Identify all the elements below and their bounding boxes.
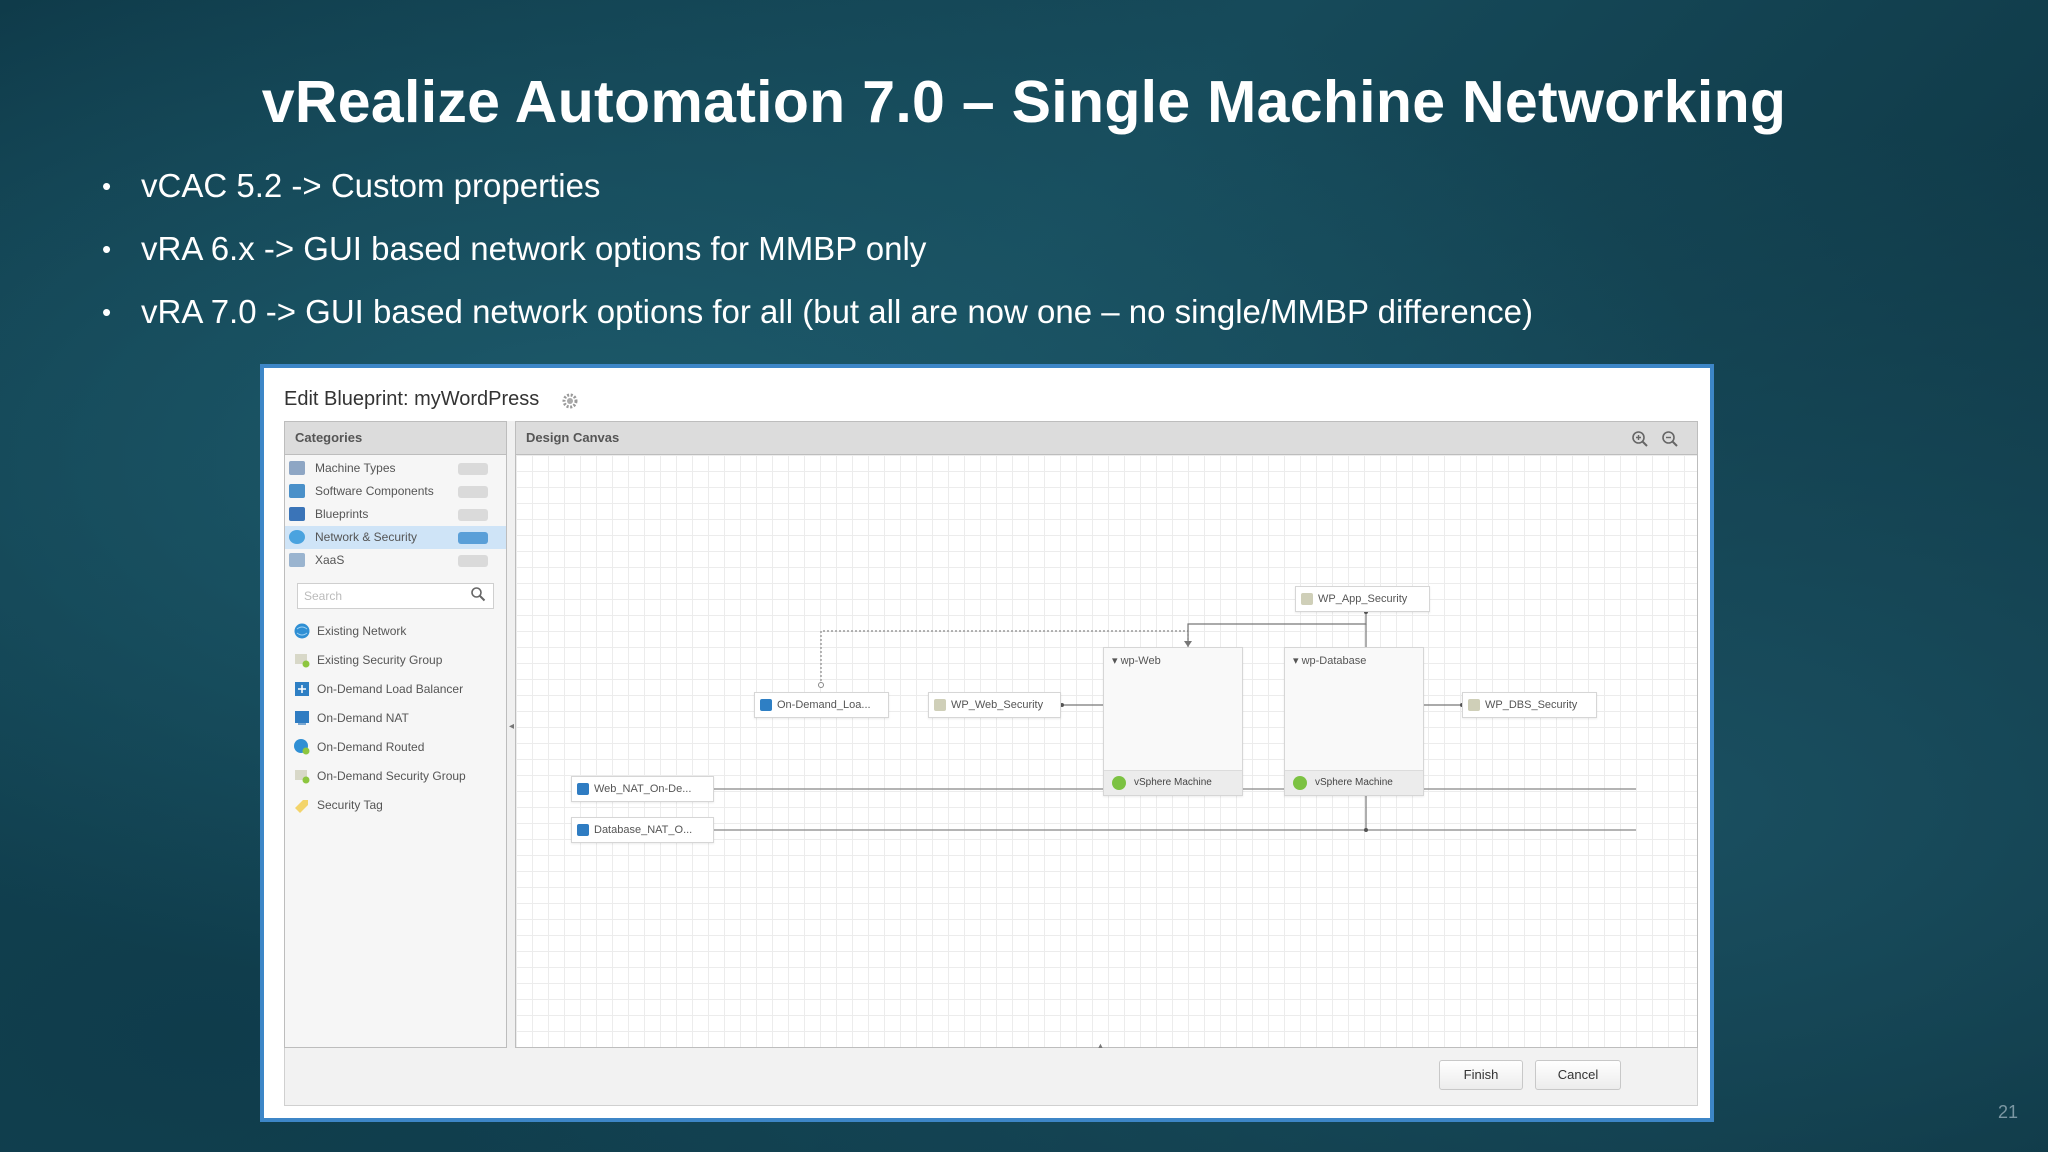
category-count-badge (458, 509, 488, 521)
globe-icon (294, 623, 310, 639)
tag-icon (295, 800, 308, 813)
expand-handle-icon[interactable]: ▲ (1096, 1041, 1105, 1051)
category-count-badge (458, 532, 488, 544)
category-label: Software Components (315, 484, 434, 498)
cancel-button[interactable]: Cancel (1535, 1060, 1621, 1090)
vsphere-icon (1112, 776, 1126, 790)
security-node-app[interactable]: WP_App_Security (1295, 586, 1430, 612)
finish-button[interactable]: Finish (1439, 1060, 1523, 1090)
blueprint-screenshot: Edit Blueprint: myWordPress Categories M… (260, 364, 1714, 1122)
machine-title: ▾ wp-Web (1112, 655, 1161, 667)
security-group-icon (934, 699, 946, 711)
list-item-on-demand-routed[interactable]: On-Demand Routed (291, 738, 466, 767)
nat-node-web[interactable]: Web_NAT_On-De... (571, 776, 714, 802)
action-bar: Finish Cancel (284, 1048, 1698, 1106)
slide-title: vRealize Automation 7.0 – Single Machine… (261, 69, 1787, 135)
panel-splitter[interactable]: ◂ (507, 421, 515, 1048)
machine-footer: vSphere Machine (1104, 770, 1242, 795)
list-item-label: On-Demand Security Group (317, 769, 466, 783)
nat-icon (295, 711, 309, 725)
categories-panel: Categories Machine Types Software Compon… (284, 421, 507, 1048)
network-security-icon (289, 530, 305, 544)
bullet-list: vCAC 5.2 -> Custom properties vRA 6.x ->… (100, 160, 1533, 349)
list-item-label: On-Demand Load Balancer (317, 682, 464, 696)
load-balancer-node[interactable]: On-Demand_Loa... (754, 692, 889, 718)
category-label: Machine Types (315, 461, 396, 475)
vsphere-icon (1293, 776, 1307, 790)
security-node-web[interactable]: WP_Web_Security (928, 692, 1061, 718)
security-group-icon (295, 654, 310, 668)
list-item-label: On-Demand Routed (317, 740, 425, 754)
list-item-existing-security-group[interactable]: Existing Security Group (291, 651, 466, 680)
bullet-item: vCAC 5.2 -> Custom properties (100, 160, 1533, 223)
blueprints-icon (289, 507, 305, 521)
bullet-item: vRA 7.0 -> GUI based network options for… (100, 286, 1533, 349)
node-label: WP_DBS_Security (1485, 699, 1578, 711)
gear-icon[interactable] (561, 392, 579, 410)
list-item-on-demand-security-group[interactable]: On-Demand Security Group (291, 767, 466, 796)
node-label: Database_NAT_O... (594, 824, 693, 836)
machine-name: wp-Database (1301, 655, 1367, 667)
machine-name: wp-Web (1120, 655, 1161, 667)
security-group-icon (295, 770, 310, 784)
xaas-icon (289, 553, 305, 567)
slide-number: 21 (1997, 1102, 2018, 1122)
zoom-in-icon[interactable] (1631, 430, 1649, 448)
list-item-label: Existing Network (317, 624, 407, 638)
machine-node-wp-database[interactable]: ▾ wp-Database vSphere Machine (1284, 647, 1424, 796)
category-count-badge (458, 555, 488, 567)
machine-node-wp-web[interactable]: ▾ wp-Web vSphere Machine (1103, 647, 1243, 796)
node-label: Web_NAT_On-De... (594, 783, 692, 795)
machine-type: vSphere Machine (1134, 777, 1212, 788)
security-group-icon (1301, 593, 1313, 605)
nat-icon (577, 783, 589, 795)
design-canvas-header: Design Canvas (516, 422, 1697, 455)
machine-types-icon (289, 461, 305, 475)
category-count-badge (458, 486, 488, 498)
category-label: Network & Security (315, 530, 418, 544)
search-icon[interactable] (470, 586, 486, 602)
category-blueprints[interactable]: Blueprints (285, 503, 506, 526)
list-item-on-demand-load-balancer[interactable]: On-Demand Load Balancer (291, 680, 466, 709)
software-components-icon (289, 484, 305, 498)
nat-node-database[interactable]: Database_NAT_O... (571, 817, 714, 843)
list-item-existing-network[interactable]: Existing Network (291, 622, 466, 651)
security-group-icon (1468, 699, 1480, 711)
machine-type: vSphere Machine (1315, 777, 1393, 788)
list-item-on-demand-nat[interactable]: On-Demand NAT (291, 709, 466, 738)
design-canvas[interactable]: Design Canvas (515, 421, 1698, 1051)
category-xaas[interactable]: XaaS (285, 549, 506, 572)
list-item-label: On-Demand NAT (317, 711, 409, 725)
blueprint-title: Edit Blueprint: myWordPress (284, 388, 540, 410)
category-count-badge (458, 463, 488, 475)
load-balancer-icon (295, 682, 309, 696)
category-label: XaaS (315, 553, 345, 567)
routed-icon (294, 739, 310, 755)
category-label: Blueprints (315, 507, 369, 521)
category-software-components[interactable]: Software Components (285, 480, 506, 503)
zoom-out-icon[interactable] (1661, 430, 1679, 448)
node-label: On-Demand_Loa... (777, 699, 871, 711)
bullet-item: vRA 6.x -> GUI based network options for… (100, 223, 1533, 286)
security-node-dbs[interactable]: WP_DBS_Security (1462, 692, 1597, 718)
design-canvas-title: Design Canvas (526, 430, 620, 445)
category-machine-types[interactable]: Machine Types (285, 457, 506, 480)
list-item-security-tag[interactable]: Security Tag (291, 796, 466, 825)
search-input[interactable]: Search (297, 583, 494, 609)
collapse-arrow-icon[interactable]: ◂ (509, 721, 515, 732)
node-label: WP_App_Security (1318, 593, 1408, 605)
categories-header: Categories (285, 422, 506, 455)
list-item-label: Existing Security Group (317, 653, 443, 667)
machine-footer: vSphere Machine (1285, 770, 1423, 795)
category-network-security[interactable]: Network & Security (285, 526, 506, 549)
load-balancer-icon (760, 699, 772, 711)
node-label: WP_Web_Security (951, 699, 1044, 711)
nat-icon (577, 824, 589, 836)
network-component-list: Existing Network Existing Security Group… (291, 622, 466, 825)
list-item-label: Security Tag (317, 798, 383, 812)
machine-title: ▾ wp-Database (1293, 655, 1367, 667)
